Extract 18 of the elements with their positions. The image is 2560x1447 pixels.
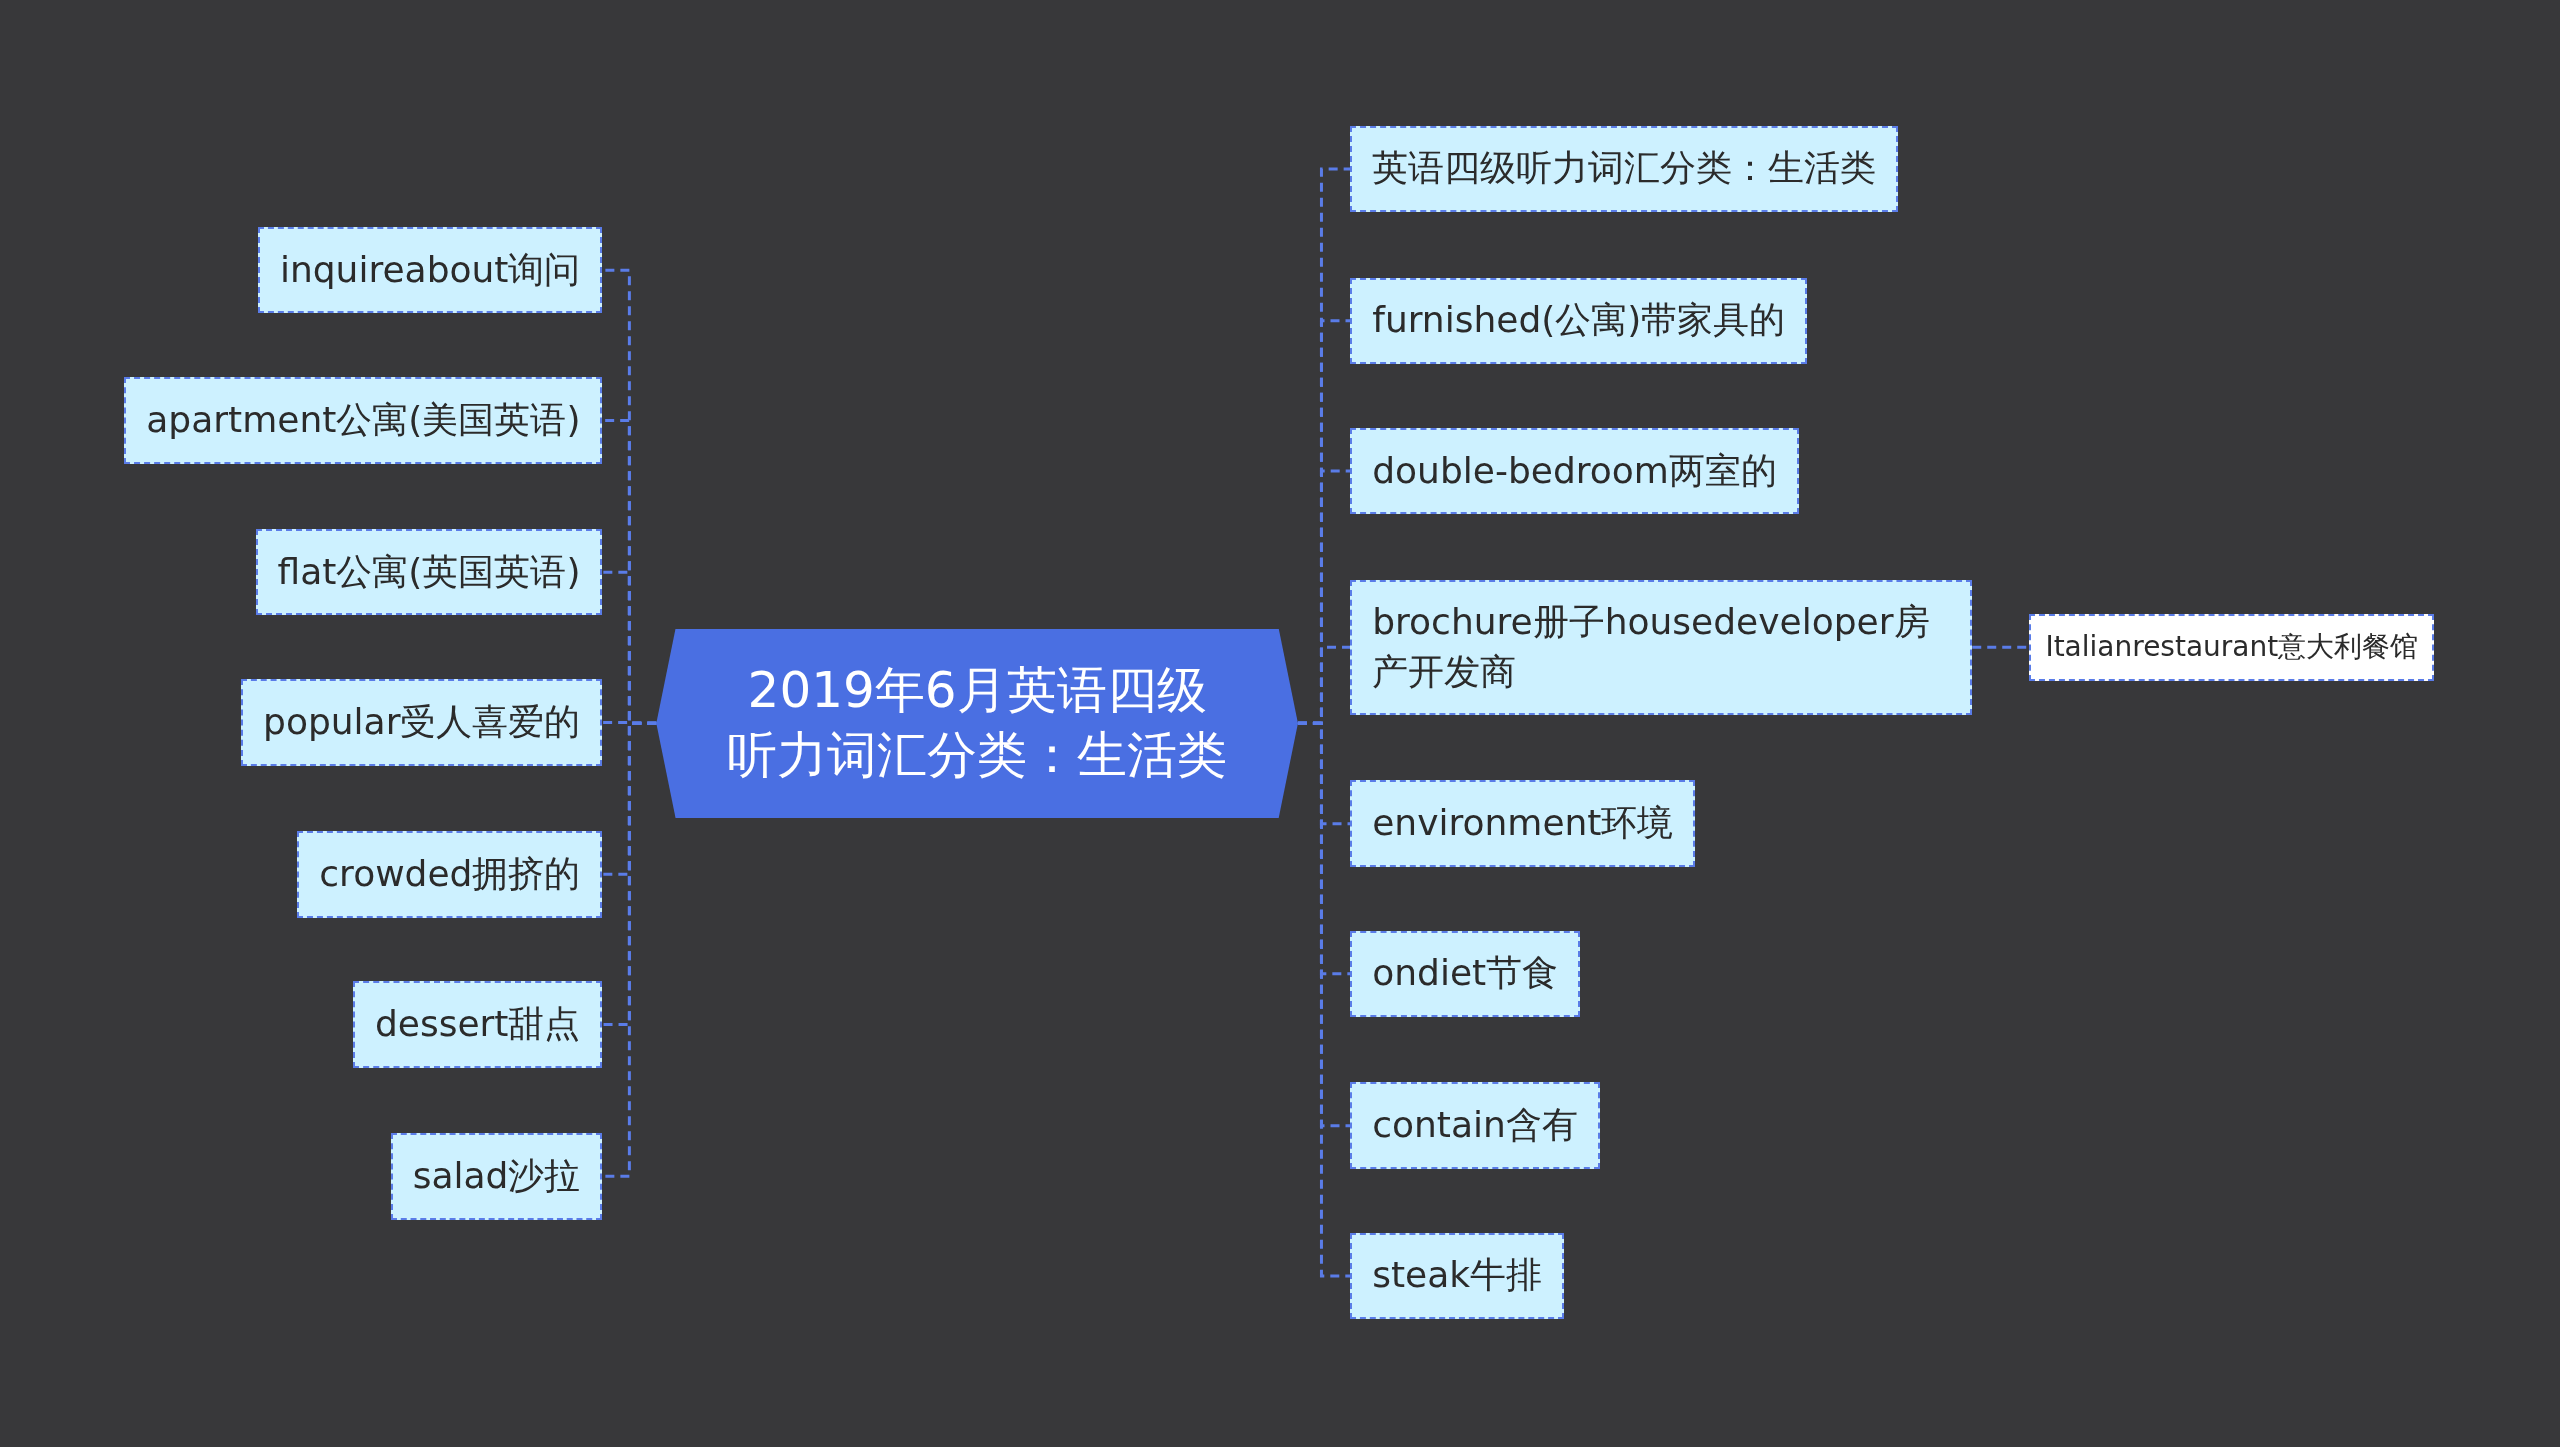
term-box: furnished(公寓)带家具的 — [1350, 277, 1808, 365]
term-box: contain含有 — [1350, 1082, 1600, 1169]
term-box: flat公寓(英国英语) — [255, 528, 603, 616]
term-box: brochure册子housedeveloper房产开发商 — [1350, 579, 1973, 716]
term-box: 英语四级听力词汇分类：生活类 — [1350, 125, 1899, 213]
term-box: double-bedroom两室的 — [1350, 427, 1799, 515]
term-box: environment环境 — [1350, 780, 1696, 867]
term-box: inquireabout询问 — [257, 226, 603, 314]
connector-line — [1297, 721, 1351, 1278]
term-box: popular受人喜爱的 — [241, 679, 603, 766]
term-box: dessert甜点 — [352, 981, 603, 1068]
term-box: salad沙拉 — [390, 1133, 603, 1220]
term-box: steak牛排 — [1350, 1232, 1565, 1320]
connector-line — [602, 721, 657, 1178]
subterm-box: Italianrestaurant意大利餐馆 — [2029, 613, 2435, 681]
term-box: ondiet节食 — [1350, 930, 1581, 1018]
term-box: apartment公寓(美国英语) — [124, 377, 603, 464]
term-box: crowded拥挤的 — [297, 831, 603, 918]
